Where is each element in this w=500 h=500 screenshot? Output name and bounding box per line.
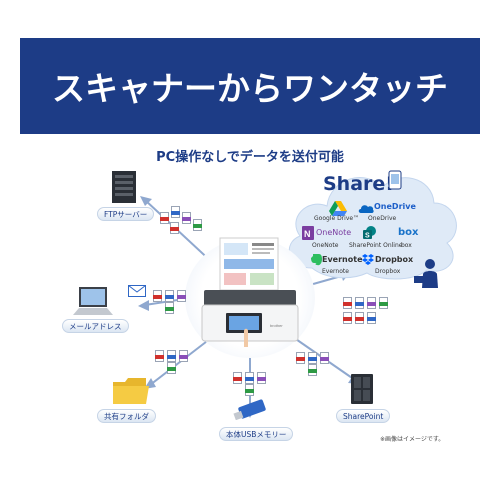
evernote-icon [311,254,322,266]
document-icon [167,350,176,362]
document-icon [155,350,164,362]
service-label-dropbox: Dropbox [375,268,401,275]
svg-text:N: N [304,229,311,239]
service-name-evernote: Evernote [322,255,363,264]
document-icon [170,222,179,234]
document-icon [233,372,242,384]
document-icon [379,297,388,309]
label-mail-address: メールアドレス [62,319,129,333]
document-icon [320,352,329,364]
subtitle: PC操作なしでデータを送付可能 [156,150,344,165]
onenote-icon: N [302,226,314,240]
sharepoint-online-icon: S [363,226,376,240]
google-drive-icon [329,201,347,216]
service-label-box: box [401,242,412,249]
document-icon [367,297,376,309]
image-note: ※画像はイメージです。 [380,436,445,443]
document-icon [257,372,266,384]
usb-icon [233,399,266,420]
document-icon [165,290,174,302]
label-usb-memory: 本体USBメモリー [219,427,294,441]
document-icon [177,290,186,302]
scanner-icon: brother [201,237,299,347]
svg-text:S: S [365,233,370,240]
document-icon [308,364,317,376]
document-icon [167,362,176,374]
folder-icon [113,378,149,404]
service-name-onenote: OneNote [316,228,352,237]
document-icon [193,219,202,231]
service-name-dropbox: Dropbox [375,255,414,264]
nas-icon [351,374,373,404]
envelope-icon [128,285,146,297]
document-icon [308,352,317,364]
document-icon [245,372,254,384]
document-icon [355,312,364,324]
document-icon [367,312,376,324]
service-name-box: box [398,227,419,238]
svg-text:brother: brother [270,323,283,328]
document-icon [153,290,162,302]
document-icon [245,384,254,396]
document-icon [165,302,174,314]
document-icon [355,297,364,309]
server-icon [112,171,136,203]
banner-title: スキャナーからワンタッチ [52,69,448,108]
service-label-onenote: OneNote [312,242,339,249]
label-ftp-server: FTPサーバー [97,207,155,221]
service-label-onedrive: OneDrive [368,215,397,222]
laptop-icon [73,287,113,315]
service-label-evernote: Evernote [322,268,349,275]
share-title: Share! [323,173,394,195]
document-icon [179,350,188,362]
document-icon [182,212,191,224]
document-icon [343,312,352,324]
header-banner: スキャナーからワンタッチ [20,38,480,134]
user-icon [414,259,438,288]
service-name-onedrive: OneDrive [374,202,416,211]
label-shared-folder: 共有フォルダ [97,409,156,423]
document-icon [160,212,169,224]
document-icon [171,206,180,218]
dropbox-icon [362,254,374,265]
document-icon [343,297,352,309]
document-icon [296,352,305,364]
label-sharepoint: SharePoint [336,409,391,423]
onedrive-icon [358,205,374,213]
service-label-sharepoint-online: SharePoint Online [349,242,403,249]
smartphone-icon [388,170,402,190]
service-label-google-drive: Google Drive™ [314,215,360,222]
